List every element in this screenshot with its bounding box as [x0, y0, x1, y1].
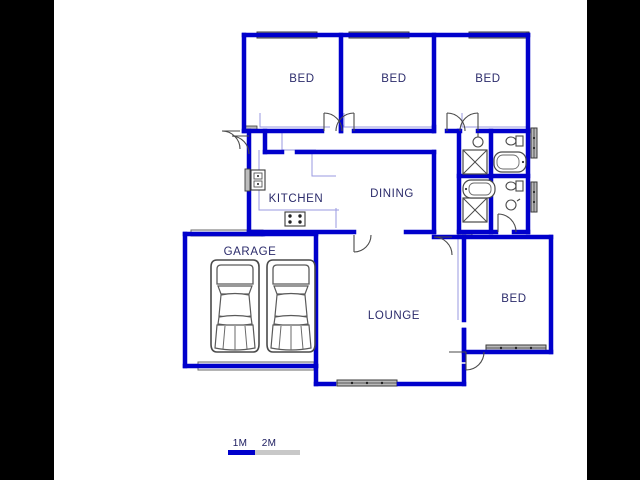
scale-label-1m: 1M — [233, 438, 248, 449]
bathroom-1-bath-icon — [493, 151, 527, 173]
room-label-bed-4: BED — [501, 293, 526, 305]
floor-plan-canvas: BED BED BED KITCHEN DINING GARAGE LOUNGE… — [54, 0, 587, 480]
scale-label-2m: 2M — [262, 438, 277, 449]
scale-segment-2 — [255, 450, 300, 455]
bathroom-1-basin-icon — [472, 133, 484, 148]
room-label-garage: GARAGE — [224, 246, 277, 258]
kitchen-hob-icon — [284, 211, 306, 227]
room-label-bed-3: BED — [475, 73, 500, 85]
window-bath2 — [530, 181, 538, 213]
kitchen-fixtures — [244, 168, 306, 227]
car-right-icon — [266, 259, 316, 353]
window-bath1 — [530, 127, 538, 159]
scale-segment-1 — [228, 450, 255, 455]
room-labels-group: BED BED BED KITCHEN DINING GARAGE LOUNGE… — [224, 73, 527, 322]
room-label-bed-1: BED — [289, 73, 314, 85]
bathroom-2-basin-icon — [505, 198, 521, 211]
room-label-kitchen: KITCHEN — [269, 193, 324, 205]
bathroom-1-shower-icon — [462, 149, 488, 175]
garage-cars — [210, 259, 316, 353]
bathroom-fixtures — [462, 133, 527, 223]
car-left-icon — [210, 259, 260, 353]
room-label-dining: DINING — [370, 188, 414, 200]
bathroom-2-bath-icon — [462, 179, 496, 199]
room-label-bed-2: BED — [381, 73, 406, 85]
floor-plan-drawing: BED BED BED KITCHEN DINING GARAGE LOUNGE… — [182, 31, 554, 455]
kitchen-sink-icon — [244, 168, 266, 192]
bathroom-2-shower-icon — [462, 197, 488, 223]
bathroom-1-toilet-icon — [505, 135, 524, 147]
window-lounge — [336, 379, 398, 387]
scale-bar: 1M 2M — [228, 438, 300, 455]
bathroom-2-toilet-icon — [505, 180, 524, 192]
room-label-lounge: LOUNGE — [368, 310, 420, 322]
door-swings-group — [221, 112, 517, 371]
